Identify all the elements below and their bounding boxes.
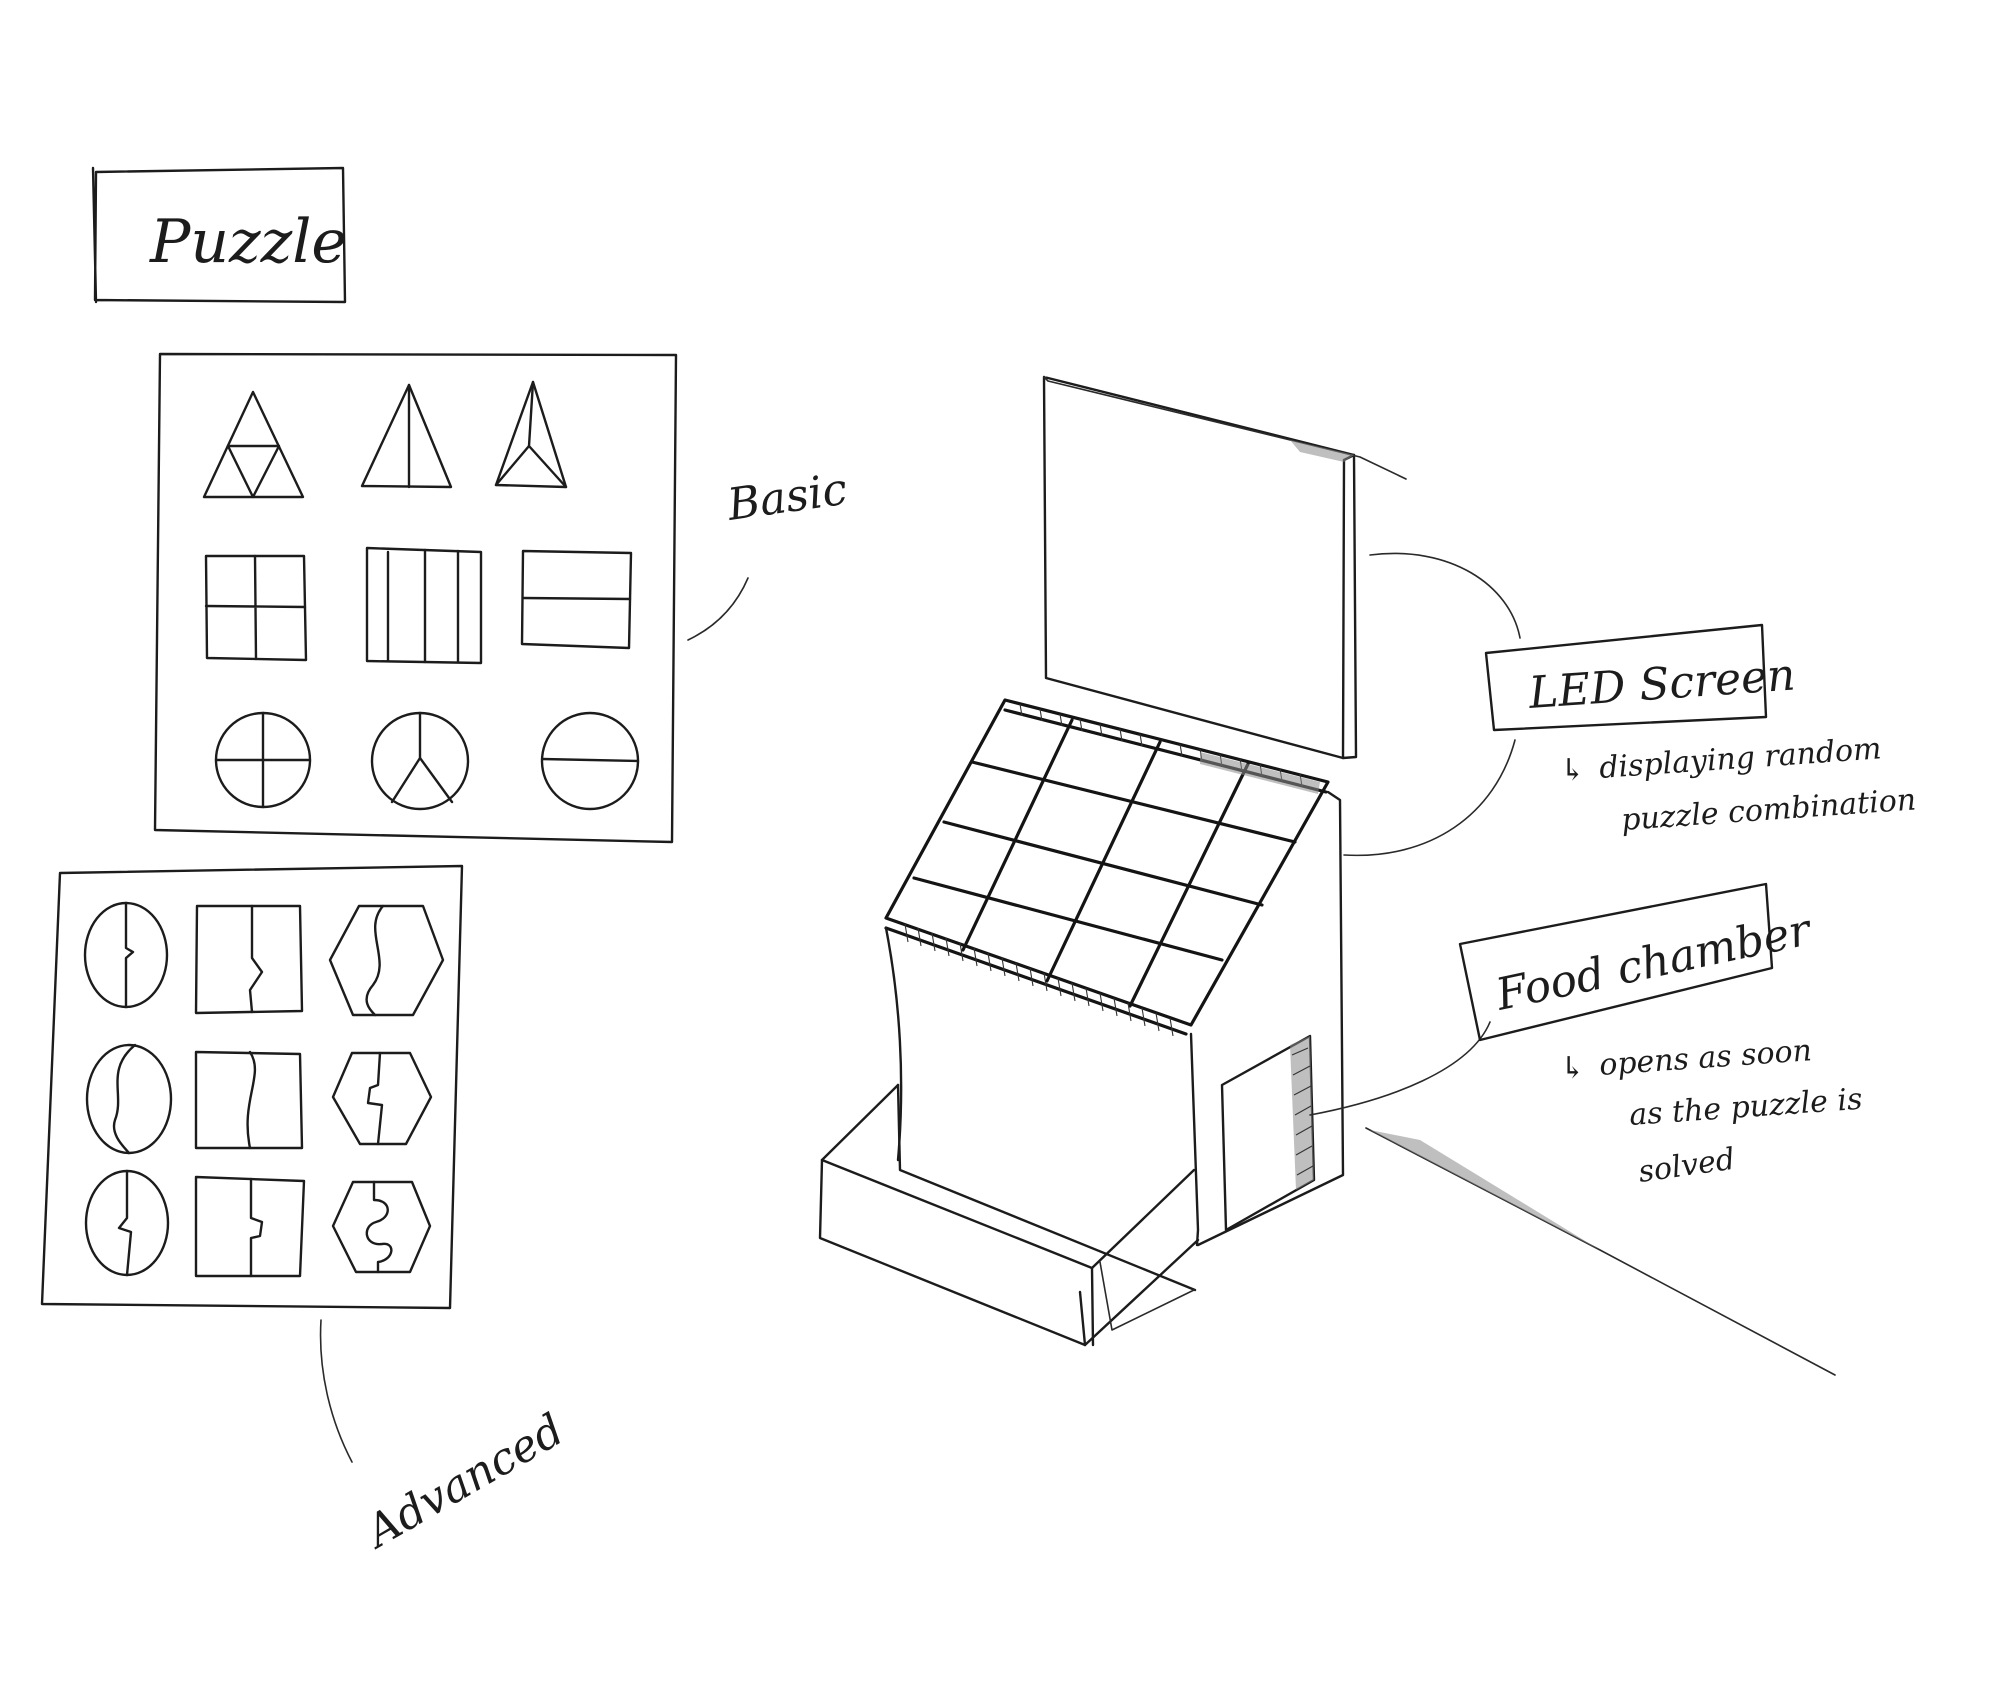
basic-triangle-triforce — [204, 392, 303, 497]
food-label: Food chamber — [1491, 904, 1818, 1021]
led-note-line-2: puzzle combination — [1620, 782, 1917, 838]
basic-callout: Basic — [688, 464, 850, 640]
advanced-hexagon-hook — [333, 1182, 430, 1272]
food-note-line-2: as the puzzle is — [1628, 1082, 1863, 1133]
advanced-hexagon-step — [333, 1053, 431, 1144]
advanced-square-zigzag — [196, 906, 302, 1013]
advanced-label: Advanced — [355, 1404, 573, 1559]
advanced-square-tab — [196, 1177, 304, 1276]
basic-square-quarters — [206, 556, 306, 660]
advanced-leader-line — [321, 1320, 352, 1462]
basic-triangle-halves — [362, 385, 451, 487]
front-tray — [820, 1085, 1195, 1345]
basic-circle-quarters — [216, 713, 310, 807]
food-note-line-3: solved — [1636, 1142, 1737, 1190]
basic-leader-line — [688, 578, 748, 640]
title-text: Puzzle — [149, 207, 347, 277]
basic-panel — [155, 354, 676, 842]
ground-shadow — [1370, 1130, 1600, 1250]
ground-line — [1366, 1128, 1835, 1375]
advanced-panel — [42, 866, 462, 1308]
return-arrow-icon: ↳ — [1560, 1051, 1585, 1086]
advanced-oval-notch — [85, 903, 167, 1007]
led-leader-line-bottom — [1344, 740, 1515, 855]
feeder-machine — [820, 377, 1835, 1375]
food-note-line-1: opens as soon — [1598, 1033, 1813, 1083]
food-chamber-callout: Food chamber ↳ opens as soon as the puzz… — [1310, 884, 1863, 1190]
title-block: Puzzle — [93, 168, 347, 302]
basic-circle-halves — [542, 713, 638, 809]
basic-label: Basic — [723, 464, 850, 531]
led-leader-line-top — [1370, 553, 1520, 638]
advanced-hexagon-wave — [330, 906, 443, 1015]
return-arrow-icon: ↳ — [1560, 753, 1585, 788]
led-label: LED Screen — [1526, 649, 1797, 719]
led-screen-panel — [1044, 377, 1406, 758]
advanced-oval-jag — [86, 1171, 168, 1275]
advanced-callout: Advanced — [321, 1320, 573, 1560]
food-chamber-door — [1222, 1036, 1314, 1230]
basic-circle-peace — [372, 713, 468, 809]
advanced-oval-curve — [87, 1045, 171, 1153]
basic-triangle-thirds — [496, 382, 566, 487]
food-leader-line — [1310, 1022, 1490, 1115]
led-screen-callout: LED Screen ↳ displaying random puzzle co… — [1344, 553, 1917, 855]
basic-square-halves — [522, 551, 631, 648]
advanced-square-curve — [196, 1052, 302, 1148]
basic-square-strips — [367, 548, 481, 663]
led-note-line-1: displaying random — [1598, 731, 1883, 786]
puzzle-grid-top — [886, 700, 1328, 1036]
